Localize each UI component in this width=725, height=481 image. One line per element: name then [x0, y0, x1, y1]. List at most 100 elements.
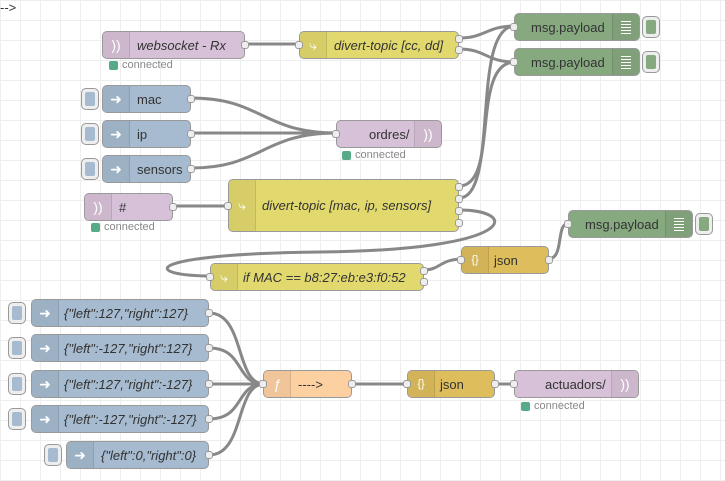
- wire: [547, 221, 570, 261]
- node-label: sensors: [137, 161, 183, 177]
- input-port[interactable]: [259, 380, 267, 388]
- output-port[interactable]: [455, 219, 463, 227]
- wire: [208, 382, 265, 421]
- switch-node-divert-mac-ip-sensors[interactable]: ⤷ divert-topic [mac, ip, sensors]: [224, 179, 463, 232]
- input-port[interactable]: [510, 380, 518, 388]
- inject-trigger-button[interactable]: [8, 373, 26, 395]
- output-port[interactable]: [169, 203, 177, 211]
- inject-arrow-icon: ➜: [32, 335, 59, 361]
- json-node[interactable]: {} json: [403, 370, 499, 398]
- debug-node[interactable]: msg.payload: [564, 210, 693, 238]
- inject-node-forward[interactable]: ➜ {"left":127,"right":127}: [31, 299, 213, 327]
- debug-toggle-button[interactable]: [642, 16, 660, 38]
- json-node[interactable]: {} json: [457, 246, 553, 274]
- inject-trigger-button[interactable]: [8, 408, 26, 430]
- output-port[interactable]: [187, 130, 195, 138]
- inject-node-sensors[interactable]: ➜ sensors: [102, 155, 195, 183]
- websocket-out-node-ordres[interactable]: ordres/ )): [332, 120, 442, 148]
- node-label: msg.payload: [531, 54, 605, 70]
- websocket-in-node-hash[interactable]: )) #: [84, 193, 177, 221]
- input-port[interactable]: [224, 202, 232, 210]
- output-port[interactable]: [187, 165, 195, 173]
- json-icon: {}: [462, 247, 489, 273]
- websocket-out-node-actuadors[interactable]: actuadors/ )): [510, 370, 639, 398]
- debug-toggle-button[interactable]: [642, 51, 660, 73]
- node-label: {"left":127,"right":127}: [64, 305, 188, 321]
- output-port[interactable]: [455, 183, 463, 191]
- input-port[interactable]: [332, 130, 340, 138]
- output-port[interactable]: [455, 35, 463, 43]
- status-connected: connected: [521, 400, 585, 412]
- inject-trigger-button[interactable]: [44, 444, 62, 466]
- input-port[interactable]: [510, 58, 518, 66]
- status-connected: connected: [91, 221, 155, 233]
- status-connected: connected: [109, 59, 173, 71]
- inject-node-backward[interactable]: ➜ {"left":-127,"right":-127}: [31, 405, 213, 433]
- input-port[interactable]: [457, 256, 465, 264]
- input-port[interactable]: [295, 41, 303, 49]
- json-icon: {}: [408, 371, 435, 397]
- debug-node[interactable]: msg.payload: [510, 48, 640, 76]
- inject-arrow-icon: ➜: [32, 406, 59, 432]
- inject-node-right[interactable]: ➜ {"left":127,"right":-127}: [31, 370, 213, 398]
- wire: [208, 382, 265, 457]
- wire: [458, 47, 516, 64]
- node-label: actuadors/: [545, 376, 606, 392]
- inject-node-mac[interactable]: ➜ mac: [102, 85, 195, 113]
- inject-trigger-button[interactable]: [81, 158, 99, 180]
- node-label: json: [440, 376, 464, 392]
- switch-icon: ⤷: [229, 180, 256, 231]
- inject-arrow-icon: ➜: [32, 300, 59, 326]
- output-port[interactable]: [491, 380, 499, 388]
- output-port[interactable]: [420, 267, 428, 275]
- output-port[interactable]: [420, 278, 428, 286]
- inject-arrow-icon: ➜: [103, 121, 130, 147]
- inject-trigger-button[interactable]: [8, 302, 26, 324]
- output-port[interactable]: [205, 344, 213, 352]
- node-label: divert-topic [cc, dd]: [334, 37, 444, 53]
- wire: [190, 131, 338, 170]
- node-label: #: [119, 199, 127, 215]
- inject-node-left[interactable]: ➜ {"left":-127,"right":127}: [31, 334, 213, 362]
- debug-icon: [665, 211, 692, 237]
- inject-arrow-icon: ➜: [103, 156, 130, 182]
- output-port[interactable]: [348, 380, 356, 388]
- output-port[interactable]: [205, 415, 213, 423]
- debug-icon: [612, 14, 639, 40]
- debug-node[interactable]: msg.payload: [510, 13, 640, 41]
- inject-arrow-icon: ➜: [32, 371, 59, 397]
- output-port[interactable]: [455, 195, 463, 203]
- input-port[interactable]: [564, 220, 572, 228]
- output-port[interactable]: [205, 380, 213, 388]
- input-port[interactable]: [206, 273, 214, 281]
- output-port[interactable]: [205, 309, 213, 317]
- wire: [208, 346, 265, 386]
- debug-toggle-button[interactable]: [695, 213, 713, 235]
- node-label: json: [494, 252, 518, 268]
- inject-node-ip[interactable]: ➜ ip: [102, 120, 195, 148]
- websocket-rx-node[interactable]: )) websocket - Rx: [102, 31, 249, 59]
- wire: [458, 24, 516, 200]
- inject-trigger-button[interactable]: [81, 88, 99, 110]
- inject-trigger-button[interactable]: [81, 123, 99, 145]
- websocket-icon: )): [85, 194, 112, 220]
- output-port[interactable]: [545, 256, 553, 264]
- inject-node-stop[interactable]: ➜ {"left":0,"right":0}: [66, 441, 213, 469]
- node-label: ---->: [298, 376, 323, 392]
- switch-node-if-mac[interactable]: ⤷ if MAC == b8:27:eb:e3:f0:52: [206, 263, 428, 291]
- output-port[interactable]: [455, 207, 463, 215]
- node-label: mac: [137, 91, 162, 107]
- output-port[interactable]: [455, 46, 463, 54]
- output-port[interactable]: [187, 95, 195, 103]
- output-port[interactable]: [241, 41, 249, 49]
- input-port[interactable]: [510, 23, 518, 31]
- node-label: {"left":-127,"right":127}: [64, 340, 193, 356]
- wire: [190, 96, 338, 135]
- node-label: divert-topic [mac, ip, sensors]: [262, 198, 432, 213]
- switch-node-divert-cc-dd[interactable]: ⤷ divert-topic [cc, dd]: [295, 31, 463, 59]
- input-port[interactable]: [403, 380, 411, 388]
- function-node[interactable]: ƒ ---->: [259, 370, 356, 398]
- inject-trigger-button[interactable]: [8, 337, 26, 359]
- output-port[interactable]: [205, 451, 213, 459]
- node-label: {"left":127,"right":-127}: [64, 376, 193, 392]
